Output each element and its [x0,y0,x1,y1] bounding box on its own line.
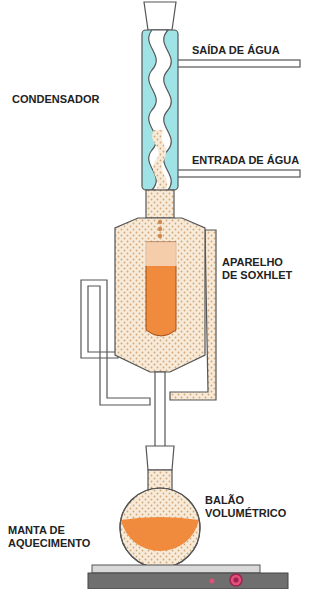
mantle-label: MANTA DE AQUECIMENTO [8,524,116,550]
flask-joint [146,446,174,470]
flask-liquid [121,517,199,551]
heating-mantle-base [88,573,288,589]
condenser-inner-tube [149,30,172,190]
water-outlet-tube [176,60,300,67]
heating-plate [92,565,260,573]
thimble-top [144,242,178,266]
water-inlet-tube [176,170,300,177]
condensate [152,130,167,190]
water-outlet-label: SAÍDA DE ÁGUA [192,44,280,57]
water-inlet-label: ENTRADA DE ÁGUA [192,154,299,167]
indicator-light [210,579,215,584]
control-knob [230,574,242,586]
condenser-joint [144,2,176,30]
flask-bulb [120,488,200,568]
condenser-label: CONDENSADOR [12,93,99,106]
condenser-jacket [142,30,178,190]
flask-label: BALÃO VOLUMÉTRICO [205,494,295,520]
soxhlet-label: APARELHO DE SOXHLET [222,256,300,282]
soxhlet-body [115,218,205,372]
condenser-soxhlet-joint [146,190,174,218]
